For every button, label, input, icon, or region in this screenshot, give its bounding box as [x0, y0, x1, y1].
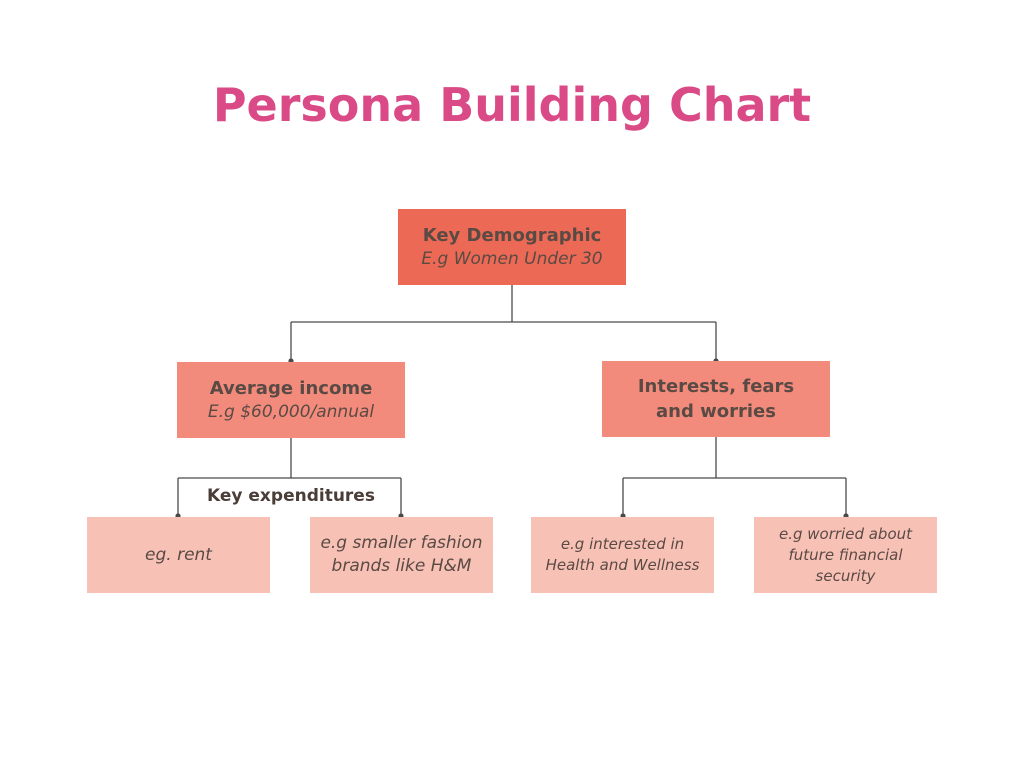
income-box-title: Average income — [209, 378, 373, 399]
root-box-title: Key Demographic — [422, 225, 602, 246]
leaf-fashion-text: e.g smaller fashion brands like H&M — [320, 533, 483, 576]
page-title: Persona Building Chart — [212, 78, 812, 132]
box-average-income: Average income E.g $60,000/annual — [177, 362, 405, 438]
income-box-example: E.g $60,000/annual — [207, 402, 375, 422]
leaf-fashion: e.g smaller fashion brands like H&M — [310, 517, 493, 593]
root-box-example: E.g Women Under 30 — [421, 249, 603, 269]
box-interests-fears-worries: Interests, fears and worries — [602, 361, 830, 437]
leaf-financial: e.g worried about future financial secur… — [754, 517, 937, 593]
leaf-rent-text: eg. rent — [145, 544, 212, 565]
interests-box-title: Interests, fears and worries — [637, 376, 795, 422]
leaf-financial-text: e.g worried about future financial secur… — [778, 524, 913, 585]
leaf-rent: eg. rent — [87, 517, 270, 593]
root-box-key-demographic: Key Demographic E.g Women Under 30 — [398, 209, 626, 285]
key-expenditures-label: Key expenditures — [203, 486, 379, 506]
leaf-health-text: e.g interested in Health and Wellness — [545, 535, 700, 574]
leaf-health: e.g interested in Health and Wellness — [531, 517, 714, 593]
